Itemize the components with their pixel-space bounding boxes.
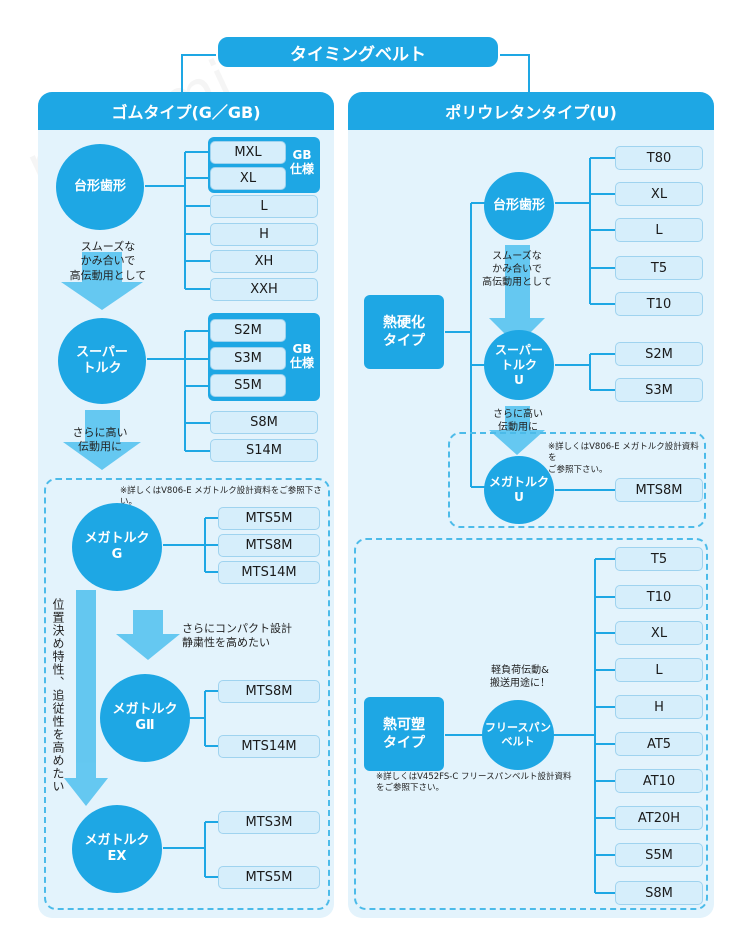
down-arrow bbox=[63, 410, 141, 470]
belt-chip-s5m[interactable]: S5M bbox=[210, 374, 286, 397]
belt-chip-mts5m-ex[interactable]: MTS5M bbox=[218, 866, 320, 889]
free-span-belt-circle: フリースパン ベルト bbox=[482, 700, 554, 770]
belt-chip-s3m[interactable]: S3M bbox=[210, 347, 286, 370]
belt-chip-t5-u[interactable]: T5 bbox=[615, 256, 703, 280]
belt-chip-at10-fs[interactable]: AT10 bbox=[615, 769, 703, 793]
trapezoid-circle: 台形歯形 bbox=[56, 144, 144, 230]
vertical-annotation-positioning: 位置決め特性、追従性を高めたい bbox=[51, 598, 65, 793]
mega-torque-u-circle: メガトルク U bbox=[484, 456, 554, 524]
mega-torque-u-note: ※詳しくはV806-E メガトルク設計資料を ご参照下さい。 bbox=[548, 442, 699, 475]
belt-chip-s3m-u[interactable]: S3M bbox=[615, 378, 703, 402]
thermoplastic-box: 熱可塑 タイプ bbox=[364, 697, 444, 771]
mega-torque-note: ※詳しくはV806-E メガトルク設計資料をご参照下さい。 bbox=[120, 486, 322, 508]
belt-chip-mxl[interactable]: MXL bbox=[210, 141, 286, 164]
belt-chip-mts8m-g2[interactable]: MTS8M bbox=[218, 680, 320, 703]
down-arrow bbox=[116, 610, 180, 660]
belt-chip-mts14m-g2[interactable]: MTS14M bbox=[218, 735, 320, 758]
belt-chip-at20h-fs[interactable]: AT20H bbox=[615, 806, 703, 830]
belt-chip-mts5m[interactable]: MTS5M bbox=[218, 507, 320, 530]
belt-chip-mts8m-u[interactable]: MTS8M bbox=[615, 478, 703, 502]
down-arrow bbox=[489, 245, 545, 346]
gb-spec-label: GB 仕様 bbox=[289, 148, 314, 177]
belt-chip-t10-fs[interactable]: T10 bbox=[615, 585, 703, 609]
mega-torque-region bbox=[44, 478, 330, 910]
belt-chip-l-u[interactable]: L bbox=[615, 218, 703, 242]
belt-chip-l-fs[interactable]: L bbox=[615, 658, 703, 682]
belt-chip-mts3m[interactable]: MTS3M bbox=[218, 811, 320, 834]
free-span-note: ※詳しくはV452FS-C フリースパンベルト設計資料 をご参照下さい。 bbox=[376, 772, 572, 794]
polyurethane-type-header: ポリウレタンタイプ(U) bbox=[348, 92, 714, 130]
mega-torque-g-circle: メガトルク G bbox=[72, 503, 162, 591]
down-arrow bbox=[61, 252, 143, 310]
annotation-higher-transmission: さらに高い 伝動用に bbox=[72, 426, 128, 454]
annotation-smooth-mesh-u: スムーズな かみ合いで 高伝動用として bbox=[482, 251, 552, 288]
belt-chip-l[interactable]: L bbox=[210, 195, 318, 218]
mega-torque-g2-circle: メガトルク GⅡ bbox=[100, 674, 190, 762]
belt-chip-s8m-fs[interactable]: S8M bbox=[615, 881, 703, 905]
belt-chip-s14m[interactable]: S14M bbox=[210, 439, 318, 462]
belt-chip-xl[interactable]: XL bbox=[210, 167, 286, 190]
trapezoid-u-circle: 台形歯形 bbox=[484, 172, 554, 240]
belt-chip-xl-u[interactable]: XL bbox=[615, 182, 703, 206]
belt-chip-h-fs[interactable]: H bbox=[615, 695, 703, 719]
belt-chip-s2m[interactable]: S2M bbox=[210, 319, 286, 342]
mega-torque-u-region bbox=[448, 432, 706, 528]
super-torque-circle: スーパー トルク bbox=[58, 318, 146, 404]
gb-spec-label: GB 仕様 bbox=[289, 342, 314, 371]
belt-chip-xh[interactable]: XH bbox=[210, 250, 318, 273]
belt-chip-mts8m[interactable]: MTS8M bbox=[218, 534, 320, 557]
title-banner: タイミングベルト bbox=[216, 35, 500, 69]
super-torque-u-circle: スーパー トルク U bbox=[484, 330, 554, 400]
belt-chip-h[interactable]: H bbox=[210, 223, 318, 246]
down-arrow bbox=[489, 406, 545, 455]
belt-chip-xl-fs[interactable]: XL bbox=[615, 621, 703, 645]
annotation-light-load: 軽負荷伝動& 搬送用途に！ bbox=[490, 665, 550, 689]
belt-chip-s5m-fs[interactable]: S5M bbox=[615, 843, 703, 867]
thermoset-box: 熱硬化 タイプ bbox=[364, 295, 444, 369]
belt-chip-at5-fs[interactable]: AT5 bbox=[615, 732, 703, 756]
belt-chip-mts14m[interactable]: MTS14M bbox=[218, 561, 320, 584]
belt-chip-t10-u[interactable]: T10 bbox=[615, 292, 703, 316]
belt-chip-t80[interactable]: T80 bbox=[615, 146, 703, 170]
annotation-higher-transmission-u: さらに高い 伝動用に bbox=[493, 409, 543, 433]
mega-torque-ex-circle: メガトルク EX bbox=[72, 805, 162, 893]
thermoplastic-region bbox=[354, 538, 708, 910]
belt-chip-s8m[interactable]: S8M bbox=[210, 411, 318, 434]
annotation-compact-quiet: さらにコンパクト設計 静粛性を高めたい bbox=[182, 622, 292, 650]
long-down-arrow bbox=[64, 590, 108, 806]
belt-chip-s2m-u[interactable]: S2M bbox=[615, 342, 703, 366]
annotation-smooth-mesh: スムーズな かみ合いで 高伝動用として bbox=[69, 240, 147, 282]
belt-chip-t5-fs[interactable]: T5 bbox=[615, 547, 703, 571]
rubber-type-header: ゴムタイプ(G／GB) bbox=[38, 92, 334, 130]
belt-chip-xxh[interactable]: XXH bbox=[210, 278, 318, 301]
